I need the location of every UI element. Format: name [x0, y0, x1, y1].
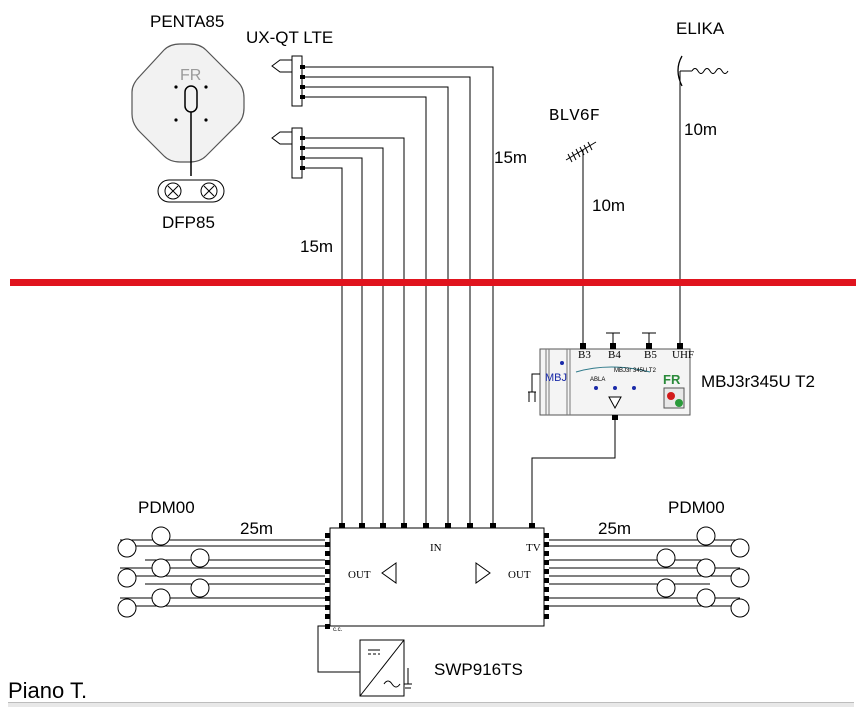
amp-to-switch-cable: [531, 420, 616, 527]
amp-abla-label: ABLA: [590, 377, 605, 383]
amp-mbj-label: MBJ: [545, 372, 567, 384]
lnb-connectors: [300, 65, 305, 170]
switch-tv-label: TV: [526, 542, 541, 554]
right-pdm-sockets: [656, 526, 750, 618]
uxqt-lnb-bottom: [271, 127, 303, 179]
fr-antenna-label: FR: [180, 67, 201, 84]
dfp85-label: DFP85: [162, 213, 215, 232]
floor-baseline: [8, 702, 854, 707]
port-uhf-label: UHF: [672, 349, 694, 361]
amp-fr-label: FR: [663, 372, 681, 387]
cable-length-15m-left: 15m: [300, 237, 333, 256]
cable-length-10m-elika: 10m: [684, 120, 717, 139]
switch-out-left-label: OUT: [348, 569, 371, 581]
penta85-antenna: [131, 43, 245, 176]
amplifier-name-label: MBJ3r345U T2: [701, 372, 815, 391]
switch-out-right-label: OUT: [508, 569, 531, 581]
cable-length-15m-right: 15m: [494, 148, 527, 167]
cable-length-10m-blv: 10m: [592, 196, 625, 215]
amp-model-label: MBJ3r 345U T2: [614, 368, 657, 374]
floor-separator-line: [10, 279, 856, 286]
power-supply-label: SWP916TS: [434, 660, 523, 679]
switch-in-label: IN: [430, 542, 442, 554]
uxqt-lnb-top: [271, 55, 303, 107]
mbj-amplifier: [528, 332, 691, 420]
cable-length-25m-right: 25m: [598, 519, 631, 538]
switch-cc-label: c.c.: [333, 627, 343, 633]
penta85-label: PENTA85: [150, 12, 224, 31]
pdm-left-label: PDM00: [138, 498, 195, 517]
blv6f-label: BLV6F: [549, 107, 600, 126]
pdm-right-label: PDM00: [668, 498, 725, 517]
elika-antenna: [677, 55, 729, 345]
left-pdm-sockets: [117, 526, 210, 618]
uxqt-label: UX-QT LTE: [246, 28, 333, 47]
dfp85-component: [157, 179, 225, 203]
lnb-cables: [302, 66, 494, 527]
left-output-cables: [120, 539, 325, 607]
power-supply: [317, 625, 412, 697]
elika-label: ELIKA: [676, 19, 725, 38]
floor-label: Piano T.: [8, 678, 88, 703]
cable-length-25m-left: 25m: [240, 519, 273, 538]
blv6f-antenna: [565, 141, 597, 345]
port-b4-label: B4: [608, 349, 621, 361]
multiswitch: [325, 523, 549, 629]
port-b3-label: B3: [578, 349, 591, 361]
port-b5-label: B5: [644, 349, 657, 361]
